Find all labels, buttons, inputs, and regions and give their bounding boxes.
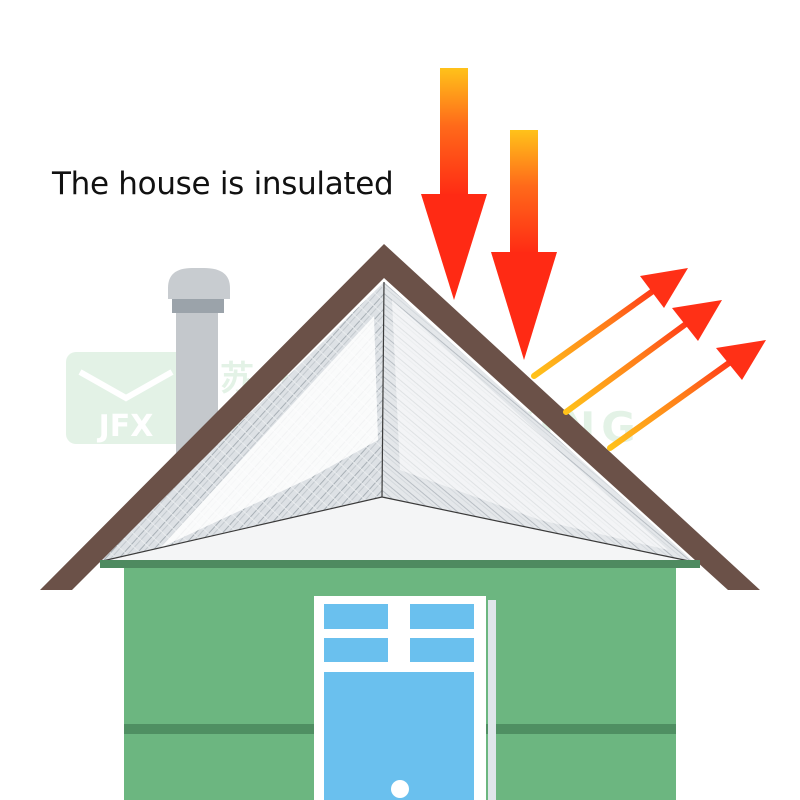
incoming-arrow-2: [491, 130, 557, 360]
reflected-heat-arrows: [531, 268, 766, 451]
caption-text: The house is insulated: [52, 166, 394, 202]
window: [314, 596, 496, 800]
door-knob: [391, 780, 409, 798]
reflected-arrow-1: [531, 268, 688, 379]
incoming-heat-arrows: [421, 68, 557, 360]
reflected-arrow-3: [607, 340, 766, 451]
watermark-logo-text: JFX: [97, 409, 154, 444]
eave-strip: [100, 560, 700, 568]
incoming-arrow-1: [421, 68, 487, 300]
reflected-arrow-2: [563, 300, 722, 415]
